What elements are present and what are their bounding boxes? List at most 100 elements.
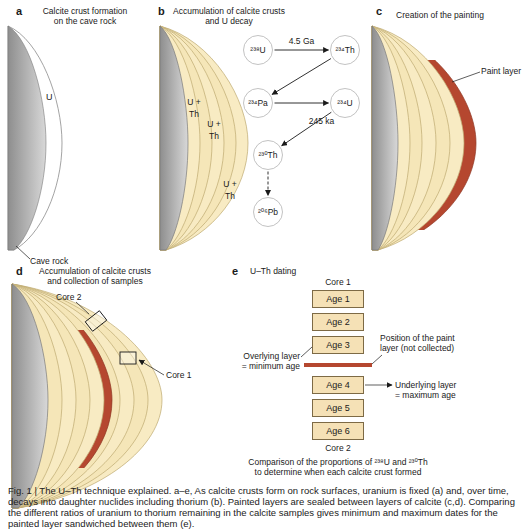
node-text: ²³⁴Pa — [248, 98, 268, 108]
calcite-layer — [12, 284, 62, 508]
element-symbol: U + Th — [223, 178, 237, 202]
part-label: Paint layer — [481, 66, 521, 76]
annotation: Underlying layer = maximum age — [395, 380, 459, 400]
circle-outline — [244, 36, 273, 65]
core-label: Core 1 — [312, 277, 364, 287]
element-symbol: U + Th — [207, 118, 221, 142]
calcite-layer — [372, 26, 436, 250]
decay-arrow — [268, 172, 269, 196]
panel-b-art — [160, 26, 248, 250]
panel-title: Calcite crust formation on the cave rock — [40, 6, 130, 26]
calcite-layer — [160, 26, 200, 250]
leader-line — [16, 246, 30, 259]
calcite-layer — [372, 26, 450, 250]
leader-line — [372, 355, 382, 364]
nuclide-circle: ²³⁰Th — [253, 140, 283, 170]
panel-title: Creation of the painting — [396, 10, 484, 20]
node-text: Age 2 — [326, 317, 350, 327]
edge-label: 245 ka — [309, 116, 335, 126]
core-label: Core 2 — [312, 443, 364, 453]
panel-c-art — [372, 26, 476, 250]
leader-line — [76, 302, 89, 314]
part-label: Cave rock — [30, 256, 68, 266]
node-text: ²³⁴U — [337, 98, 352, 108]
calcite-layer — [12, 284, 148, 508]
decay-arrow — [272, 59, 331, 95]
paint-layer — [372, 60, 476, 230]
age-box: Age 4 — [312, 376, 364, 394]
paint-layer-mark — [304, 363, 372, 367]
circle-outline — [254, 198, 283, 227]
node-text: ²³⁴Th — [335, 45, 354, 55]
annotation: Overlying layer = minimum age — [240, 351, 300, 371]
cave-rock — [372, 26, 398, 250]
node-text: ²³⁸U — [250, 45, 265, 55]
panel-title: Accumulation of calcite crusts and U dec… — [170, 6, 288, 26]
panel-letter: e — [232, 265, 238, 277]
calcite-layer — [12, 284, 162, 508]
node-text: Age 1 — [326, 294, 350, 304]
age-box: Age 6 — [312, 422, 364, 440]
element-symbol: U + Th — [187, 96, 201, 120]
calcite-layer — [12, 284, 90, 508]
leader-arrow — [365, 385, 392, 386]
node-text: ²⁰⁶Pb — [258, 207, 278, 217]
decay-arrow — [275, 103, 329, 104]
annotation: Position of the paint layer (not collect… — [380, 333, 465, 353]
nuclide-circle: ²³⁴Th — [330, 35, 360, 65]
calcite-layer — [160, 26, 224, 250]
annotation: Comparison of the proportions of ²³⁸U an… — [247, 457, 429, 477]
circle-outline — [254, 141, 283, 170]
age-box: Age 5 — [312, 399, 364, 417]
decay-arrow — [275, 50, 329, 51]
panel-letter: a — [16, 5, 22, 17]
cave-rock — [12, 284, 48, 508]
figure-caption: Fig. 1 | The U–Th technique explained. a… — [8, 485, 519, 529]
panel-letter: c — [376, 5, 382, 17]
circle-outline — [331, 36, 360, 65]
calcite-layer — [160, 26, 248, 250]
calcite-layer — [372, 26, 422, 250]
nuclide-circle: ²³⁸U — [243, 35, 273, 65]
calcite-crust — [8, 26, 62, 250]
node-text: Age 4 — [326, 380, 350, 390]
calcite-layer — [12, 284, 76, 508]
nuclide-circle: ²³⁴U — [330, 88, 360, 118]
calcite-layer — [160, 26, 236, 250]
node-text: Age 3 — [326, 340, 350, 350]
calcite-layer — [160, 26, 212, 250]
panel-title: U–Th dating — [250, 266, 296, 276]
nuclide-circle: ²⁰⁶Pb — [253, 197, 283, 227]
panel-a-art — [8, 26, 62, 259]
part-label: Core 1 — [166, 370, 192, 380]
panel-letter: b — [158, 5, 165, 17]
calcite-layer — [12, 284, 120, 508]
part-label: Core 2 — [56, 292, 82, 302]
leader-line — [452, 72, 480, 82]
calcite-layer — [372, 26, 410, 250]
leader-line — [301, 347, 312, 357]
circle-outline — [331, 89, 360, 118]
age-box: Age 1 — [312, 290, 364, 308]
calcite-layer — [12, 284, 134, 508]
element-symbol: U — [46, 92, 53, 103]
nuclide-circle: ²³⁴Pa — [243, 88, 273, 118]
age-box: Age 2 — [312, 313, 364, 331]
node-text: Age 5 — [326, 403, 350, 413]
node-text: Age 6 — [326, 426, 350, 436]
age-box: Age 3 — [312, 336, 364, 354]
paint-layer — [12, 330, 112, 468]
core-sample-box — [120, 352, 136, 364]
cave-rock — [160, 26, 188, 250]
leader-arrow — [139, 360, 164, 375]
circle-outline — [244, 89, 273, 118]
cave-rock — [8, 26, 46, 250]
panel-title: Accumulation of calcite crusts and colle… — [36, 266, 154, 286]
node-text: ²³⁰Th — [259, 150, 278, 160]
calcite-layer — [372, 26, 464, 250]
panel-letter: d — [16, 265, 23, 277]
edge-label: 4.5 Ga — [289, 36, 315, 46]
